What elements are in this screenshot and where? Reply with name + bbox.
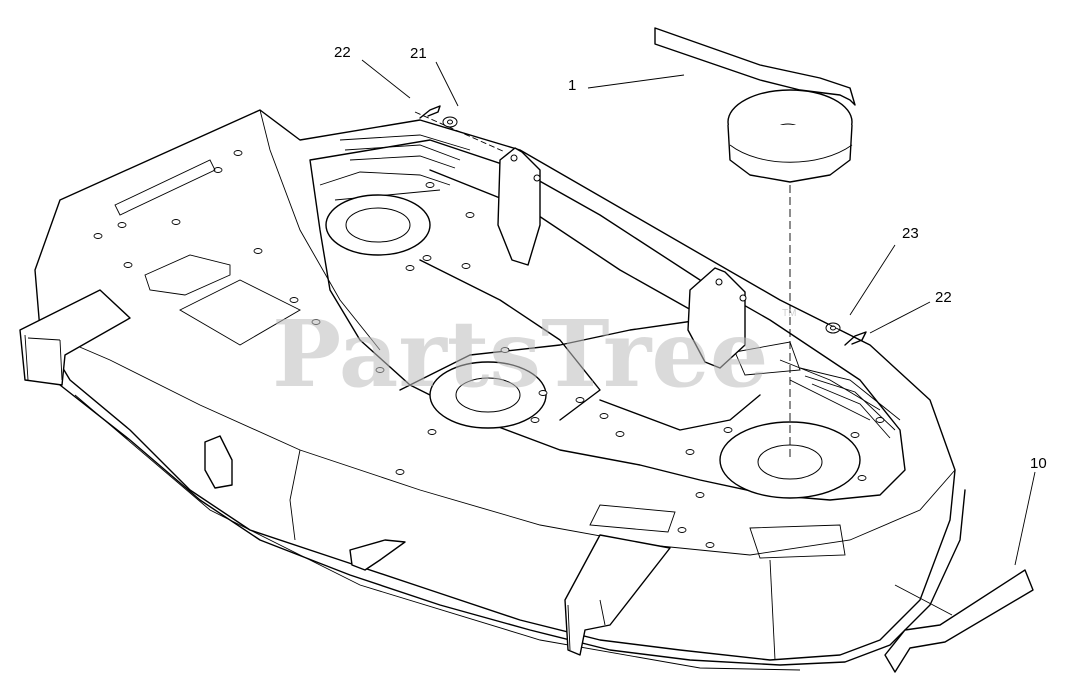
decal-top-plate — [734, 341, 801, 376]
deck-top-edge — [39, 329, 956, 556]
deck-crease-front — [289, 449, 301, 541]
idler-bracket-right-hole2 — [739, 294, 747, 302]
skirt-tab-left — [204, 435, 233, 489]
part-21-washer-hole — [447, 119, 453, 125]
decal-left-center — [179, 279, 301, 346]
callout-22-right: 22 — [935, 289, 952, 306]
part-1-pulley-groove — [729, 144, 853, 163]
leader-21 — [435, 61, 459, 107]
frame-rail-right — [599, 394, 761, 431]
skirt-tab-center — [349, 539, 406, 571]
decal-left-top — [144, 254, 231, 296]
belt-ribs — [799, 367, 901, 439]
gauge-bracket-front-face — [567, 599, 606, 651]
leader-10-b — [894, 584, 953, 616]
idler-bracket-right-hole — [715, 278, 723, 286]
gauge-bracket-left — [19, 289, 131, 386]
frame-rail-cross — [399, 319, 701, 391]
part-22-pin-right — [844, 331, 867, 346]
callout-10: 10 — [1030, 455, 1047, 472]
callout-21: 21 — [410, 45, 427, 62]
leader-10 — [1014, 471, 1036, 566]
spindle-hole-left — [345, 207, 411, 243]
hardware-axis-line-left — [414, 111, 506, 153]
idler-bracket-left — [497, 147, 541, 266]
decal-rear-left — [114, 159, 216, 216]
deck-crease-right — [769, 559, 776, 661]
decal-front-left — [589, 504, 676, 533]
partstree-watermark-tm: TM — [782, 308, 796, 319]
leader-23 — [849, 244, 896, 316]
bolt-holes — [93, 150, 885, 548]
deck-top-plate — [309, 139, 906, 501]
part-10-baffle — [884, 569, 1034, 673]
idler-bracket-right — [687, 267, 746, 369]
leader-22-left — [361, 59, 411, 99]
callout-1: 1 — [568, 77, 576, 94]
idler-bracket-left-hole2 — [533, 174, 541, 182]
frame-rail-upper — [429, 169, 701, 316]
gauge-bracket-front — [564, 534, 671, 656]
callout-22-left: 22 — [334, 44, 351, 61]
part-22-pin-left — [419, 105, 441, 119]
leader-1 — [587, 74, 685, 89]
idler-bracket-left-hole — [510, 154, 518, 162]
hardware-axis-line — [819, 319, 871, 346]
partstree-watermark: PartsTree — [272, 300, 768, 408]
callout-23: 23 — [902, 225, 919, 242]
deck-skirt-bottom-line — [74, 394, 801, 671]
belt-ribs-left — [339, 134, 471, 169]
part-1-belt — [654, 27, 856, 106]
frame-rail-lower — [419, 259, 601, 421]
part-1-pulley-body — [727, 124, 853, 183]
deck-crease-left — [259, 109, 381, 351]
leader-22-right — [869, 301, 931, 334]
deck-skirt-lower-edge — [59, 384, 966, 666]
gauge-bracket-left-face — [24, 334, 63, 381]
spindle-hole-center — [455, 377, 521, 413]
decal-front-right — [749, 524, 846, 559]
